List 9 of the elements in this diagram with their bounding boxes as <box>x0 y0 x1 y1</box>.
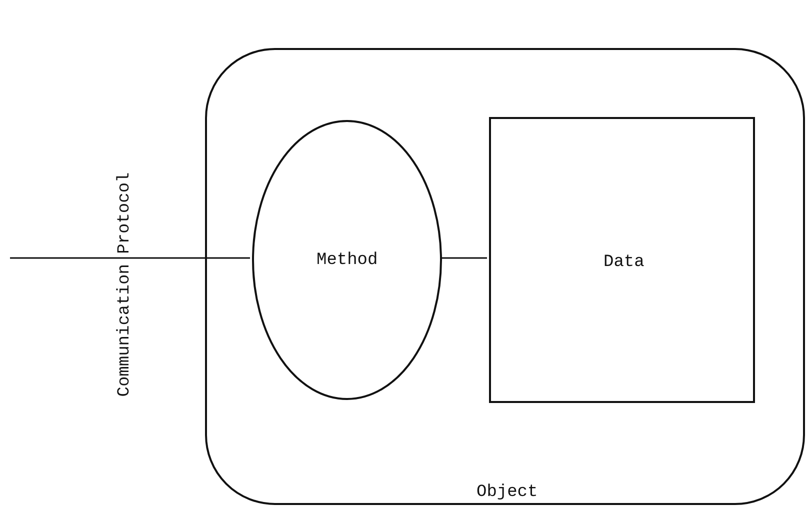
node-label: Object <box>476 482 538 502</box>
node-label: Data <box>604 252 644 272</box>
object-boundary <box>205 48 805 505</box>
rotated-label: Communication Protocol <box>116 172 135 396</box>
connector-line <box>10 257 250 259</box>
method-ellipse <box>252 120 442 400</box>
data-box <box>489 117 755 403</box>
connector-line <box>440 257 487 259</box>
node-label: Method <box>316 250 378 270</box>
